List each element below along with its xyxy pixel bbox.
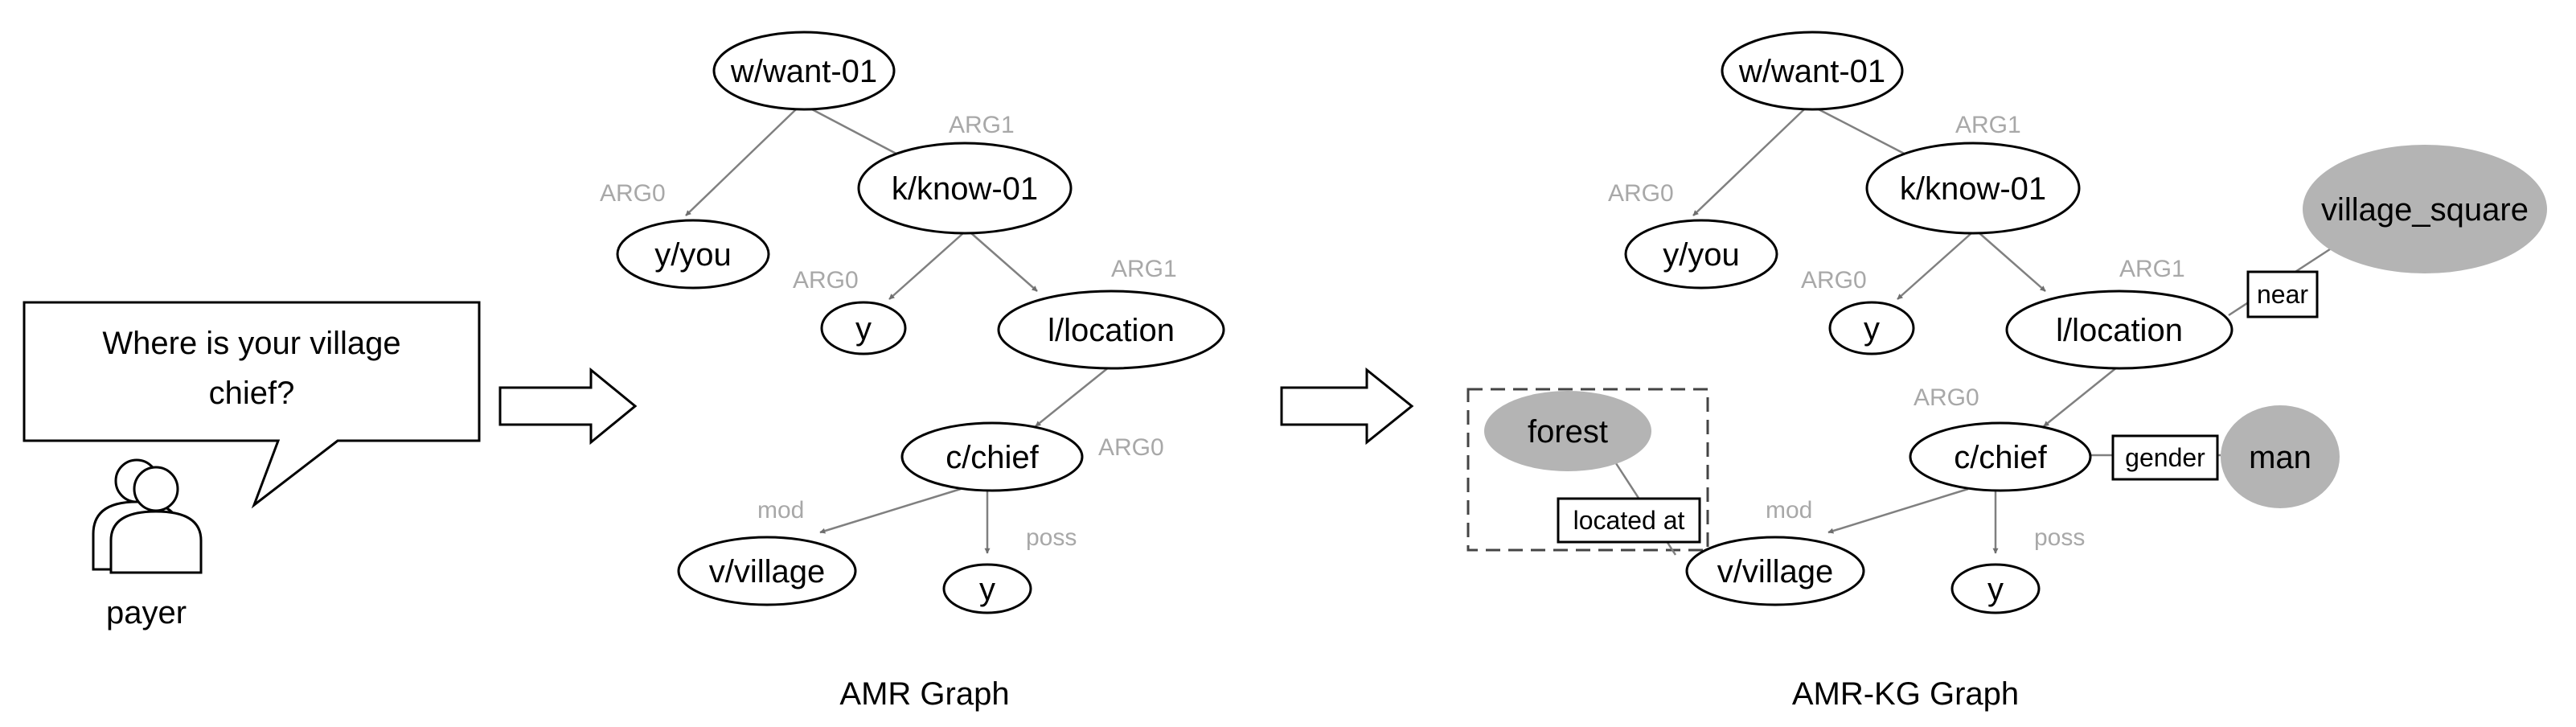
edge-label: mod [1766, 497, 1812, 524]
edge-label: mod [757, 497, 804, 524]
node-label: w/want-01 [730, 54, 877, 89]
node-label: k/know-01 [1900, 171, 2046, 207]
node-label: v/village [1717, 554, 1834, 589]
amr-node-want [1721, 31, 1904, 111]
amr-node-know [857, 142, 1073, 235]
node-label: y/you [1663, 237, 1740, 273]
edge-label: ARG0 [1801, 267, 1867, 294]
kg-relation-label: located at [1573, 506, 1685, 535]
user-group-icon [92, 458, 203, 574]
node-label: k/know-01 [892, 171, 1038, 207]
edge-label: ARG1 [2119, 256, 2185, 282]
node-label: w/want-01 [1738, 54, 1885, 89]
node-label: c/chief [945, 440, 1039, 475]
kg-relation-label: near [2257, 280, 2308, 309]
amr-node-y [942, 563, 1032, 614]
edge-label: ARG1 [1955, 112, 2021, 138]
edge-label: ARG0 [1914, 384, 1979, 411]
amr-node-you [616, 219, 770, 290]
block-arrow-right-icon [1280, 367, 1414, 446]
amr-node-y [820, 301, 907, 355]
kg-highlight-box [1466, 388, 1709, 552]
kg-node-village-square [2303, 145, 2547, 273]
bubble-line-2: chief? [209, 376, 295, 411]
edge-label: ARG0 [1098, 434, 1164, 461]
node-label: y [1987, 572, 2004, 607]
amr-node-you [1624, 219, 1778, 290]
amr-graph: ARG0 ARG1 ARG0 ARG1 ARG0 mod poss w/want… [600, 31, 1225, 712]
amr-node-chief [900, 421, 1084, 492]
kg-relation-box [2111, 434, 2219, 481]
node-label: y [855, 311, 872, 347]
speaker-label: payer [106, 595, 187, 630]
node-label: v/village [709, 554, 826, 589]
kg-relation-label: gender [2125, 443, 2205, 472]
node-label: y [1864, 311, 1880, 347]
amr-node-location [2005, 290, 2233, 370]
amr-node-want [712, 31, 896, 111]
edge-label: ARG0 [793, 267, 859, 294]
amr-node-know [1865, 142, 2081, 235]
node-label: y/you [654, 237, 732, 273]
amr-node-location [997, 290, 1225, 370]
edge-label: ARG0 [1608, 180, 1674, 207]
node-label: l/location [2056, 313, 2183, 348]
edge-label: poss [2034, 524, 2085, 551]
graph-caption: AMR Graph [839, 676, 1009, 712]
amr-kg-graph: ARG0 ARG1 ARG0 ARG1 ARG0 mod poss [1466, 31, 2547, 712]
amr-node-village [1685, 536, 1865, 606]
node-label: l/location [1048, 313, 1175, 348]
kg-node-label: forest [1528, 414, 1608, 450]
edge-label: ARG0 [600, 180, 666, 207]
node-label: y [979, 572, 995, 607]
speech-bubble: Where is your village chief? [23, 301, 481, 509]
amr-node-chief [1909, 421, 2092, 492]
amr-node-y [1950, 563, 2041, 614]
amr-node-y [1828, 301, 1915, 355]
kg-node-forest [1484, 391, 1651, 471]
edge-label: ARG1 [1111, 256, 1177, 282]
kg-relation-box [1557, 497, 1701, 544]
node-label: c/chief [1954, 440, 2047, 475]
graph-caption: AMR-KG Graph [1792, 676, 2019, 712]
kg-relation-box [2246, 270, 2319, 318]
edge-label: ARG1 [949, 112, 1015, 138]
bubble-line-1: Where is your village [102, 326, 400, 361]
kg-node-label: village_square [2321, 192, 2529, 228]
block-arrow-right-icon [498, 367, 638, 446]
edge-label: poss [1026, 524, 1077, 551]
kg-node-label: man [2249, 440, 2311, 475]
amr-node-village [677, 536, 857, 606]
kg-node-man [2221, 405, 2340, 508]
